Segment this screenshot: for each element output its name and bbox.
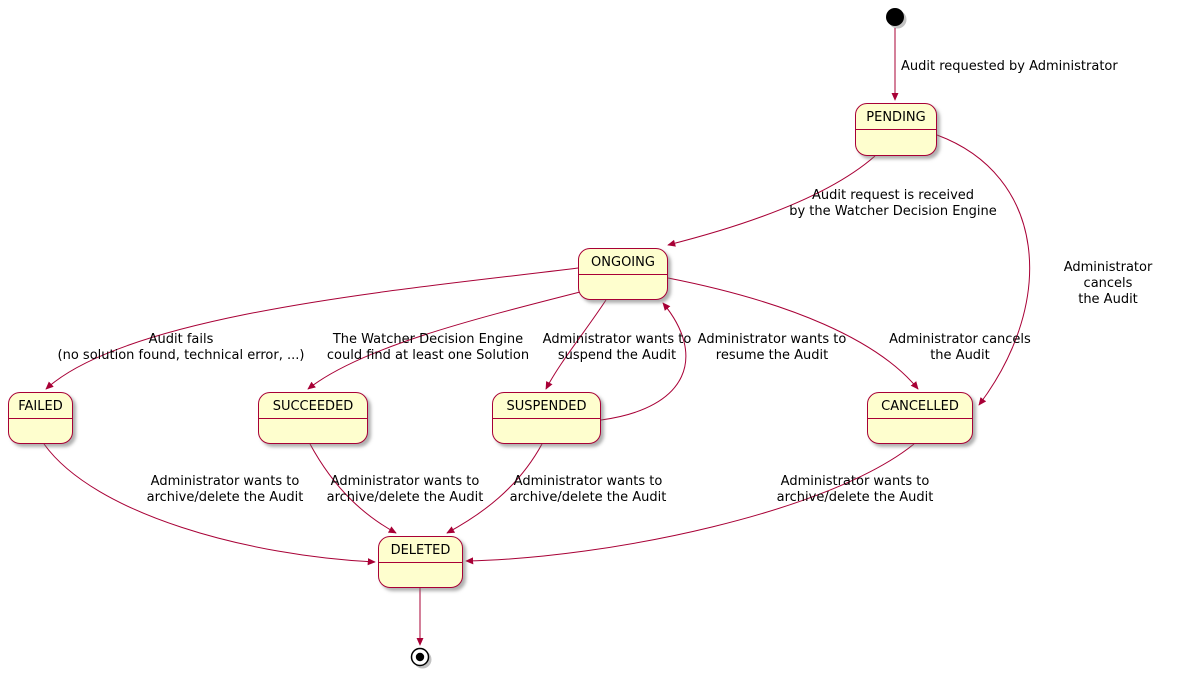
edge-ongoing-to-failed [45, 267, 579, 390]
edge-label-pending-to-ongoing: Audit request is received by the Watcher… [789, 188, 997, 219]
edge-ongoing-to-succeeded [307, 291, 581, 390]
edge-label-failed-to-deleted: Administrator wants to archive/delete th… [146, 474, 304, 505]
edge-cancelled-to-deleted [465, 443, 915, 565]
state-cancelled: CANCELLED [867, 392, 973, 444]
state-succeeded-label: SUCCEEDED [259, 393, 367, 419]
state-cancelled-label: CANCELLED [868, 393, 972, 419]
edge-failed-to-deleted [43, 443, 376, 566]
edge-ongoing-to-suspended [545, 299, 607, 390]
state-succeeded: SUCCEEDED [258, 392, 368, 444]
state-ongoing-label: ONGOING [579, 249, 667, 275]
final-state-inner-dot [415, 652, 425, 662]
edge-ongoing-to-cancelled [667, 277, 919, 390]
edge-label-ongoing-to-suspended: Administrator wants to suspend the Audit [542, 332, 692, 363]
edge-label-succeeded-to-deleted: Administrator wants to archive/delete th… [326, 474, 484, 505]
edge-label-pending-to-cancelled: Administrator cancels the Audit [1063, 260, 1153, 307]
state-deleted: DELETED [378, 536, 463, 588]
edge-label-cancelled-to-deleted: Administrator wants to archive/delete th… [776, 474, 934, 505]
edge-label-start-to-pending: Audit requested by Administrator [901, 59, 1118, 74]
edge-succeeded-to-deleted [309, 443, 397, 534]
edge-label-ongoing-to-failed: Audit fails (no solution found, technica… [57, 332, 305, 363]
state-suspended-label: SUSPENDED [493, 393, 600, 419]
state-failed-label: FAILED [9, 393, 72, 419]
state-pending: PENDING [855, 103, 937, 156]
state-pending-label: PENDING [856, 104, 936, 130]
edge-cancelled-suspended-to-deleted [446, 443, 543, 534]
edge-label-suspended-to-ongoing: Administrator wants to resume the Audit [697, 332, 847, 363]
edge-suspended-to-ongoing [600, 302, 687, 421]
edge-label-suspended-to-deleted: Administrator wants to archive/delete th… [509, 474, 667, 505]
edge-pending-to-cancelled [936, 134, 1030, 406]
state-deleted-label: DELETED [379, 537, 462, 563]
edge-pending-to-ongoing [667, 155, 876, 247]
edge-label-ongoing-to-succeeded: The Watcher Decision Engine could find a… [326, 332, 530, 363]
initial-state-dot [886, 8, 904, 26]
state-suspended: SUSPENDED [492, 392, 601, 444]
edge-label-ongoing-to-cancelled: Administrator cancels the Audit [889, 332, 1031, 363]
state-failed: FAILED [8, 392, 73, 444]
state-ongoing: ONGOING [578, 248, 668, 300]
